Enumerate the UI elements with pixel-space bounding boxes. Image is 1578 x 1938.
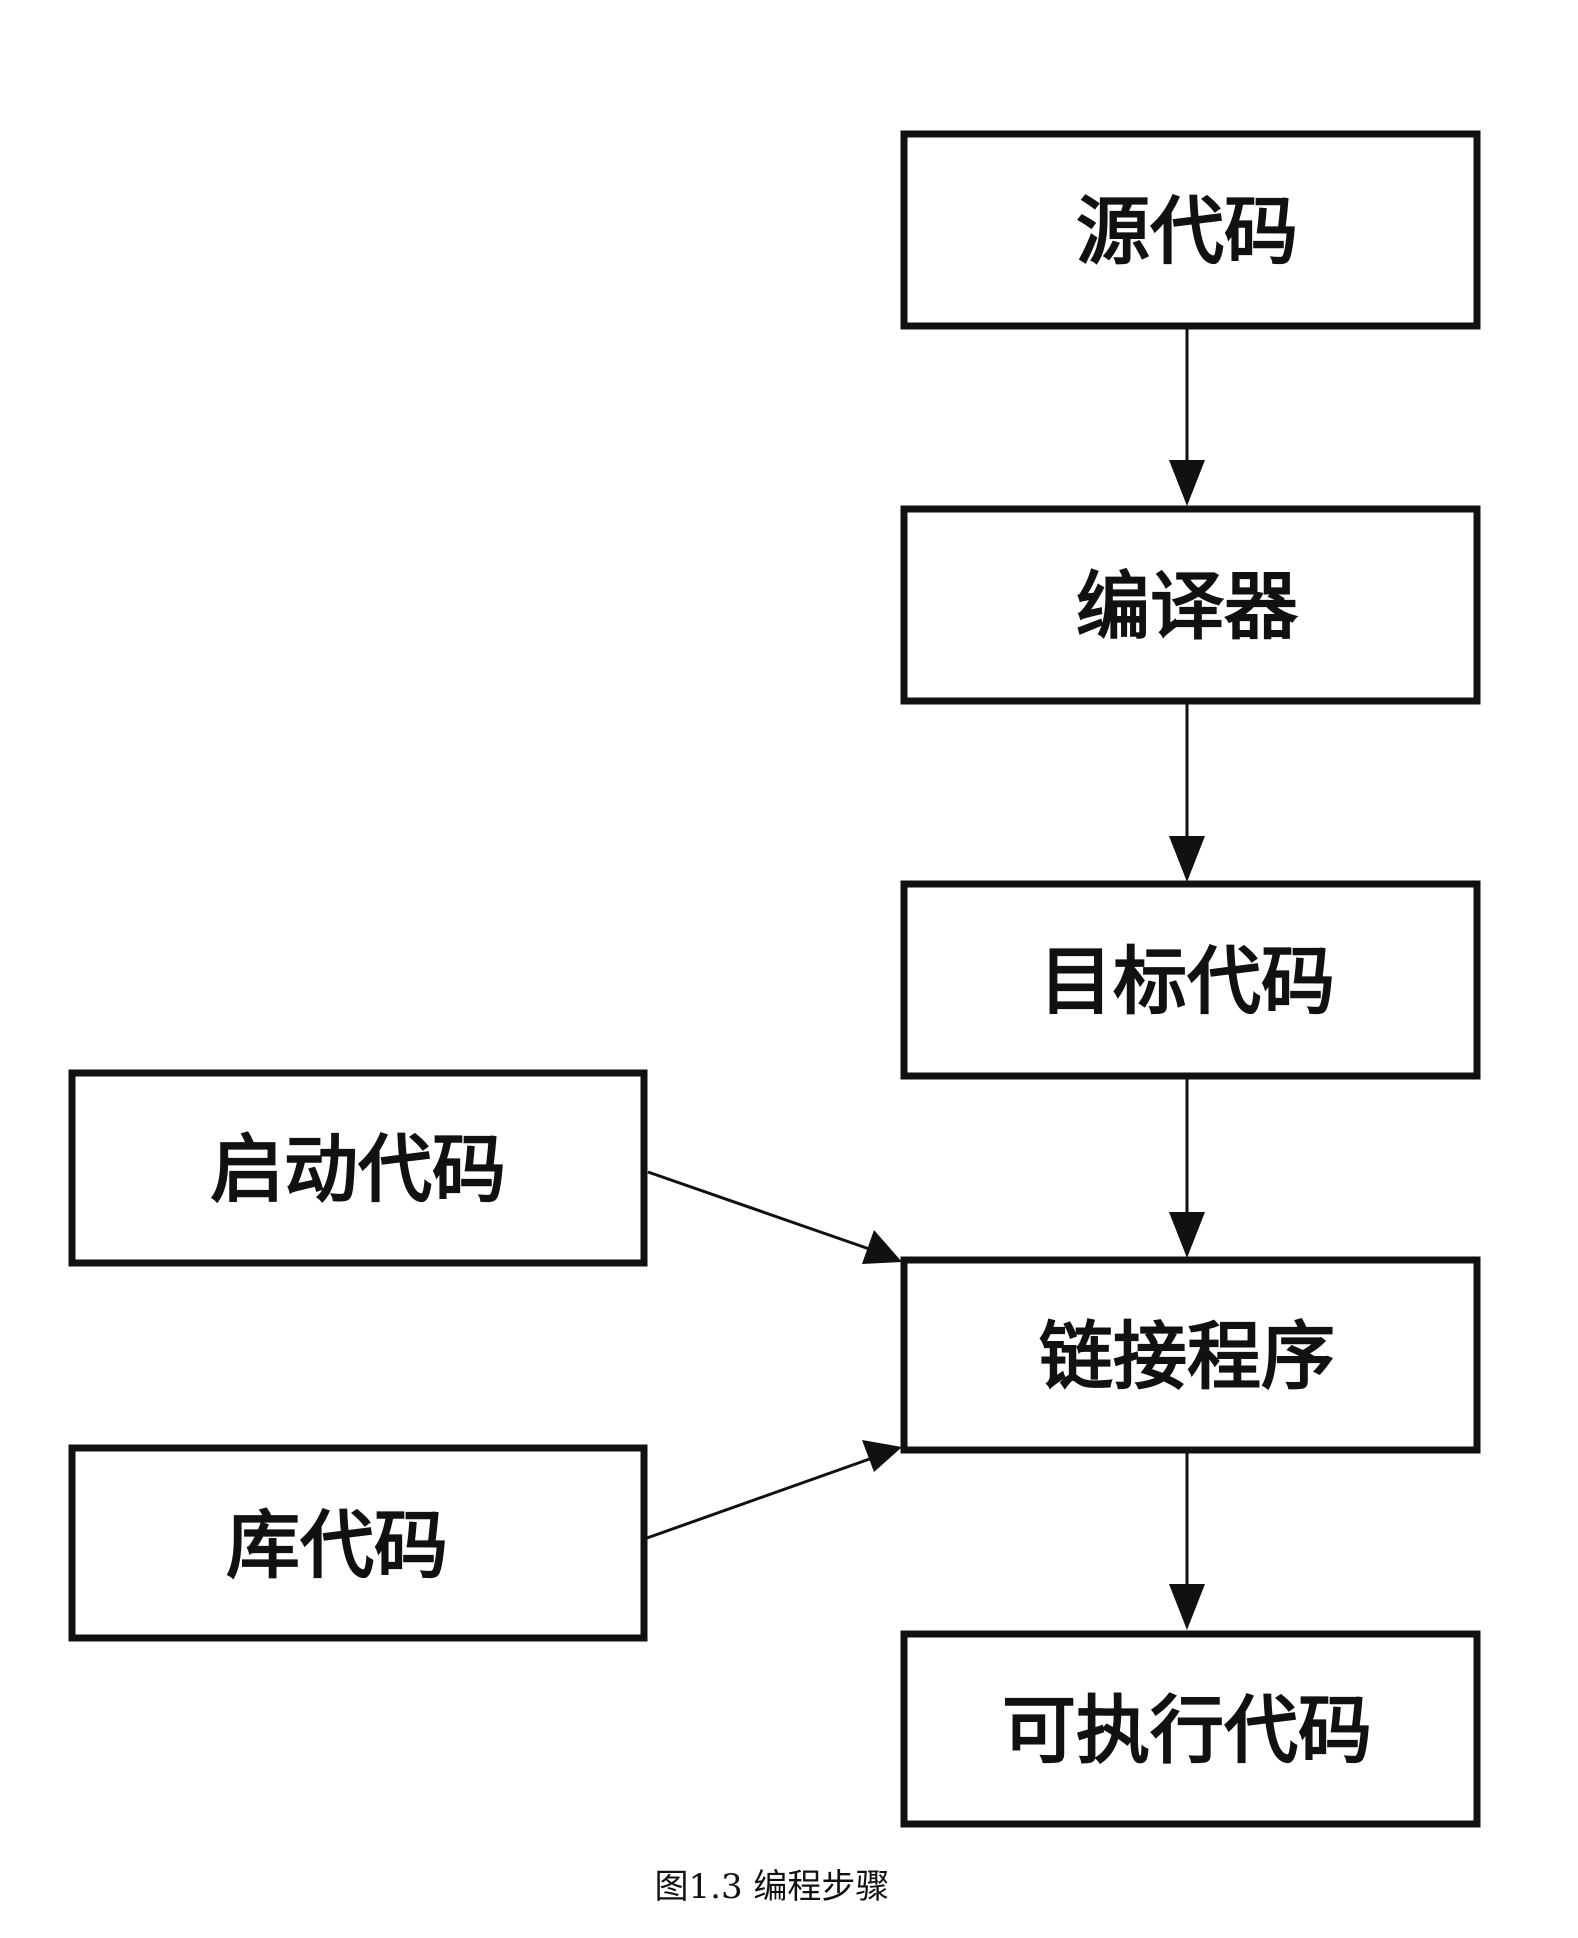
source-code-box: 源代码 — [900, 130, 1481, 330]
object-code-label: 目标代码 — [1039, 939, 1335, 1025]
arrowhead-executable — [1169, 1584, 1205, 1630]
executable-code-label: 可执行代码 — [1002, 1688, 1372, 1774]
object-code-box: 目标代码 — [900, 880, 1481, 1080]
arrowhead-from-startup — [862, 1230, 902, 1264]
compiler-box: 编译器 — [900, 505, 1481, 705]
compiler-label: 编译器 — [1076, 564, 1299, 650]
edge-library-to-linker — [646, 1454, 879, 1540]
linker-box: 链接程序 — [900, 1256, 1481, 1454]
linker-label: 链接程序 — [1039, 1314, 1335, 1400]
executable-code-box: 可执行代码 — [900, 1630, 1481, 1828]
arrowhead-from-library — [862, 1440, 902, 1472]
edges — [646, 328, 1205, 1630]
arrowhead-compiler — [1169, 460, 1205, 506]
source-code-label: 源代码 — [1076, 189, 1298, 275]
library-code-label: 库代码 — [226, 1503, 448, 1589]
figure-caption: 图1.3 编程步骤 — [655, 1867, 890, 1907]
startup-code-box: 启动代码 — [68, 1069, 648, 1267]
startup-code-label: 启动代码 — [210, 1127, 506, 1213]
library-code-box: 库代码 — [68, 1444, 648, 1642]
edge-startup-to-linker — [647, 1170, 879, 1254]
arrowhead-object — [1169, 836, 1205, 882]
arrowhead-linker-top — [1169, 1212, 1205, 1258]
